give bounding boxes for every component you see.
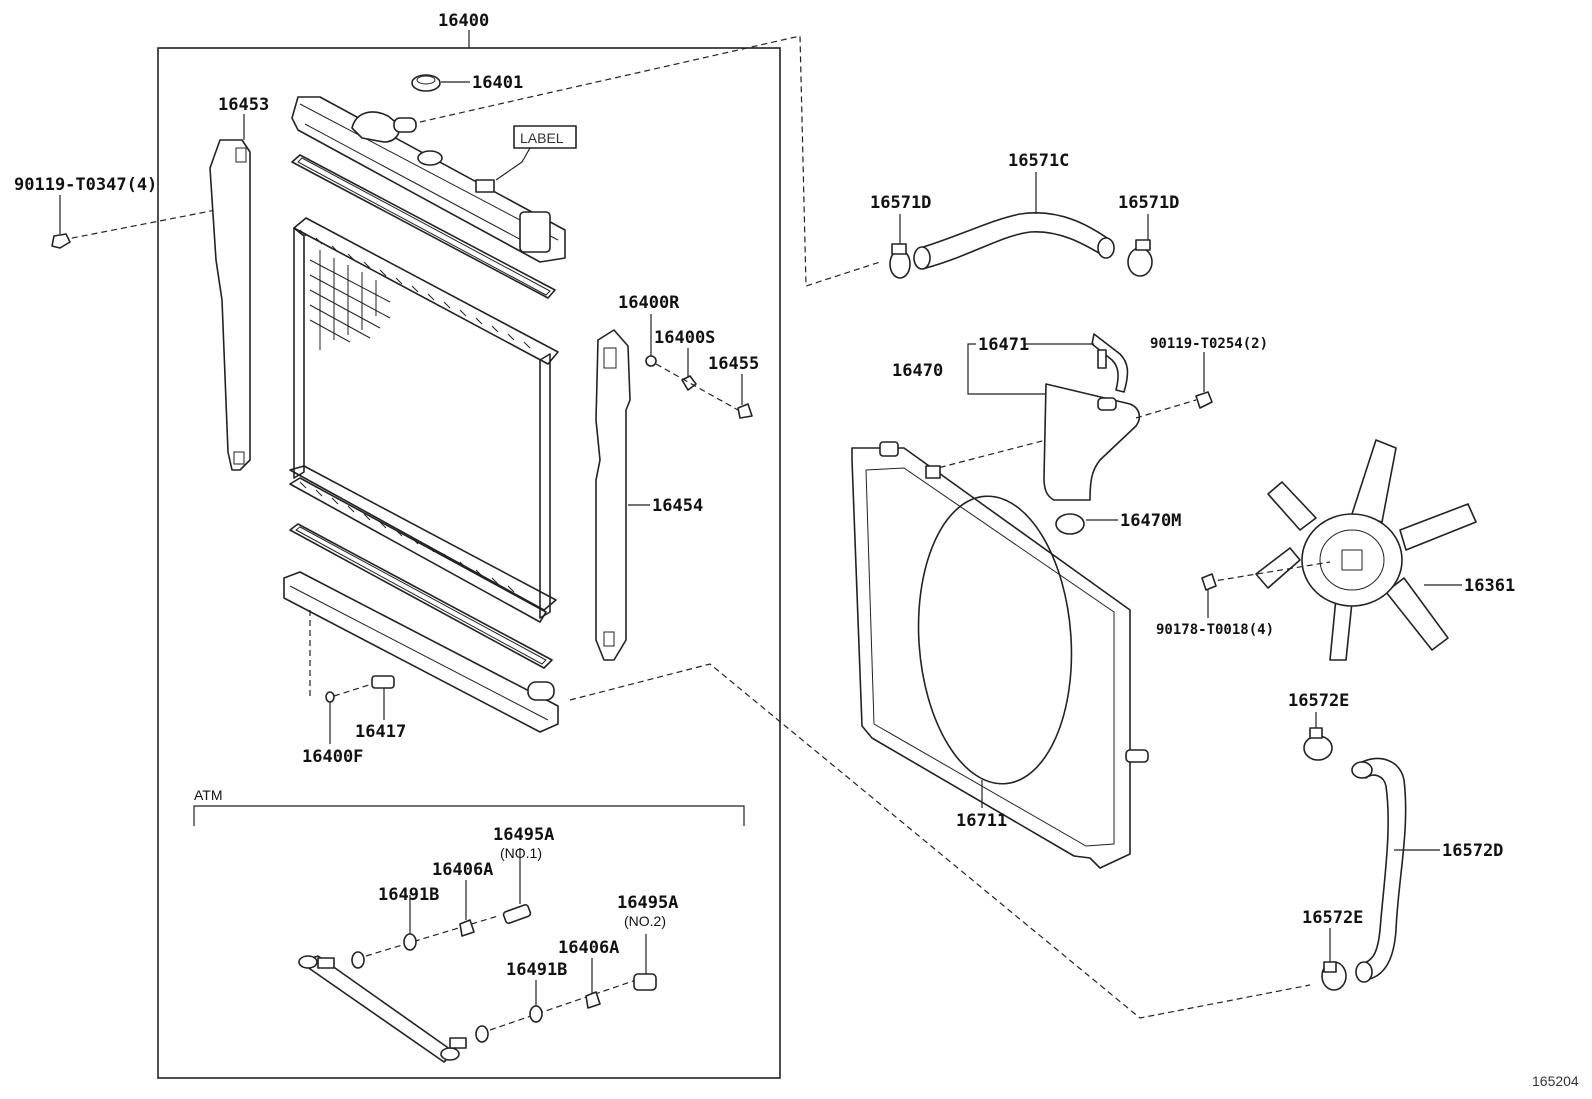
- radiator-side-bracket-left-icon: [209, 114, 251, 471]
- hose-clamp-lower-bottom-icon: [1321, 928, 1347, 991]
- part-number-16491B-no1[interactable]: 16491B: [378, 885, 439, 905]
- part-number-90119-T0254[interactable]: 90119-T0254(2): [1150, 336, 1268, 352]
- drain-oring-icon: [325, 691, 335, 744]
- part-number-16571C[interactable]: 16571C: [1008, 151, 1069, 171]
- part-number-90119-T0347[interactable]: 90119-T0347(4): [14, 175, 157, 195]
- bracket-mount-parts-icon: [645, 314, 753, 419]
- part-number-16400S[interactable]: 16400S: [654, 328, 715, 348]
- part-number-16495A-no2[interactable]: 16495A: [617, 893, 678, 913]
- part-number-16491B-no2[interactable]: 16491B: [506, 960, 567, 980]
- coolant-reservoir-icon: [929, 383, 1197, 501]
- reservoir-hose-icon: [1024, 333, 1129, 393]
- radiator-core-icon: [289, 217, 559, 623]
- cooling-fan-icon: [1207, 439, 1477, 661]
- part-number-16495A-no1[interactable]: 16495A: [493, 825, 554, 845]
- part-note-no1: (NO.1): [500, 845, 542, 861]
- hose-clamp-left-icon: [889, 214, 911, 279]
- part-number-16572E-bottom[interactable]: 16572E: [1302, 908, 1363, 928]
- radiator-side-bracket-right-icon: [595, 329, 650, 661]
- label-box-text: LABEL: [520, 130, 564, 146]
- upper-gasket-icon: [291, 154, 556, 299]
- fan-shroud-icon: [851, 441, 1149, 869]
- atm-group-label: ATM: [194, 787, 223, 803]
- illustration-number: 165204: [1532, 1073, 1579, 1089]
- drain-cock-icon: [333, 675, 395, 720]
- radiator-lower-tank-icon: [283, 571, 559, 733]
- part-number-16470[interactable]: 16470: [892, 361, 943, 381]
- part-number-16572E-top[interactable]: 16572E: [1288, 691, 1349, 711]
- atm-oil-cooler-pipe-icon: [298, 915, 637, 1063]
- upper-radiator-hose-icon: [913, 172, 1115, 270]
- atm-fittings-no2-icon: [529, 934, 657, 1023]
- part-note-no2: (NO.2): [624, 913, 666, 929]
- atm-fittings-no1-icon: [403, 848, 532, 951]
- part-number-16471[interactable]: 16471: [978, 335, 1029, 355]
- bolt-icon-90119-T0347: [51, 195, 71, 249]
- reservoir-callout: [967, 343, 1046, 395]
- part-number-16571D-right[interactable]: 16571D: [1118, 193, 1179, 213]
- part-number-16453[interactable]: 16453: [218, 95, 269, 115]
- part-number-16711[interactable]: 16711: [956, 811, 1007, 831]
- radiator-assembly-frame: [157, 30, 781, 1079]
- lower-gasket-icon: [289, 523, 553, 669]
- part-number-16455[interactable]: 16455: [708, 354, 759, 374]
- hose-clamp-right-icon: [1127, 214, 1153, 277]
- part-number-16571D-left[interactable]: 16571D: [870, 193, 931, 213]
- part-number-16361[interactable]: 16361: [1464, 576, 1515, 596]
- part-number-16454[interactable]: 16454: [652, 496, 703, 516]
- part-number-16400R[interactable]: 16400R: [618, 293, 680, 313]
- lower-radiator-hose-icon: [1351, 757, 1440, 983]
- part-number-16400[interactable]: 16400: [438, 11, 489, 31]
- reservoir-grommet-icon: [1055, 513, 1118, 535]
- part-number-16417[interactable]: 16417: [355, 722, 406, 742]
- part-number-16470M[interactable]: 16470M: [1120, 511, 1181, 531]
- part-number-16401[interactable]: 16401: [472, 73, 523, 93]
- radiator-upper-tank-icon: [291, 96, 566, 263]
- part-number-90178-T0018[interactable]: 90178-T0018(4): [1156, 622, 1274, 638]
- bolt-icon-90119-T0254: [1195, 352, 1213, 409]
- part-number-16406A-no1[interactable]: 16406A: [432, 860, 493, 880]
- reference-dashed-lines: [61, 35, 1311, 1019]
- part-number-16406A-no2[interactable]: 16406A: [558, 938, 619, 958]
- label-box: [495, 125, 577, 181]
- part-number-16572D[interactable]: 16572D: [1442, 841, 1503, 861]
- radiator-cap-icon: [411, 74, 470, 92]
- part-number-16400F[interactable]: 16400F: [302, 747, 363, 767]
- atm-group-bracket: [193, 805, 745, 826]
- hose-clamp-lower-top-icon: [1303, 712, 1333, 761]
- nut-icon-90178-T0018: [1201, 573, 1217, 618]
